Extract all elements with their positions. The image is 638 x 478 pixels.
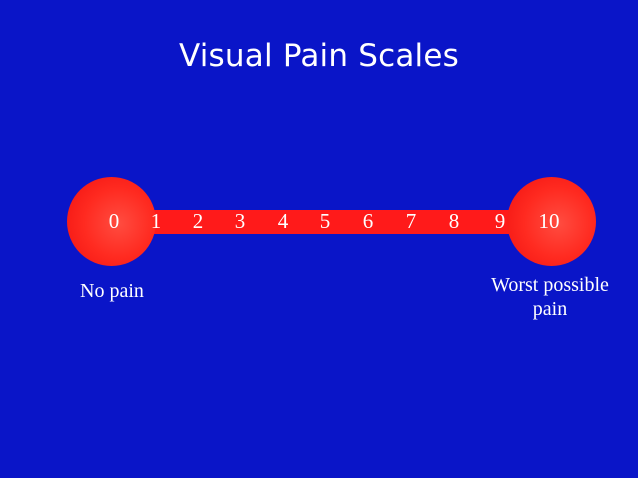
scale-tick-4: 4 bbox=[277, 209, 289, 233]
scale-tick-7: 7 bbox=[405, 209, 417, 233]
no-pain-label: No pain bbox=[80, 280, 144, 302]
scale-tick-8: 8 bbox=[448, 209, 460, 233]
scale-tick-1: 1 bbox=[150, 209, 162, 233]
scale-tick-9: 9 bbox=[494, 209, 506, 233]
scale-tick-10: 10 bbox=[538, 209, 560, 233]
scale-tick-5: 5 bbox=[319, 209, 331, 233]
scale-end-circle bbox=[507, 177, 596, 266]
scale-tick-6: 6 bbox=[362, 209, 374, 233]
worst-pain-label-line2: pain bbox=[532, 298, 568, 320]
scale-tick-3: 3 bbox=[234, 209, 246, 233]
scale-tick-0: 0 bbox=[108, 209, 120, 233]
worst-pain-label: Worst possible pain bbox=[470, 273, 630, 321]
worst-pain-label-line1: Worst possible bbox=[491, 274, 609, 296]
slide-title: Visual Pain Scales bbox=[179, 38, 459, 74]
scale-start-circle bbox=[67, 177, 156, 266]
scale-tick-2: 2 bbox=[192, 209, 204, 233]
pain-scale-bar bbox=[110, 210, 530, 234]
